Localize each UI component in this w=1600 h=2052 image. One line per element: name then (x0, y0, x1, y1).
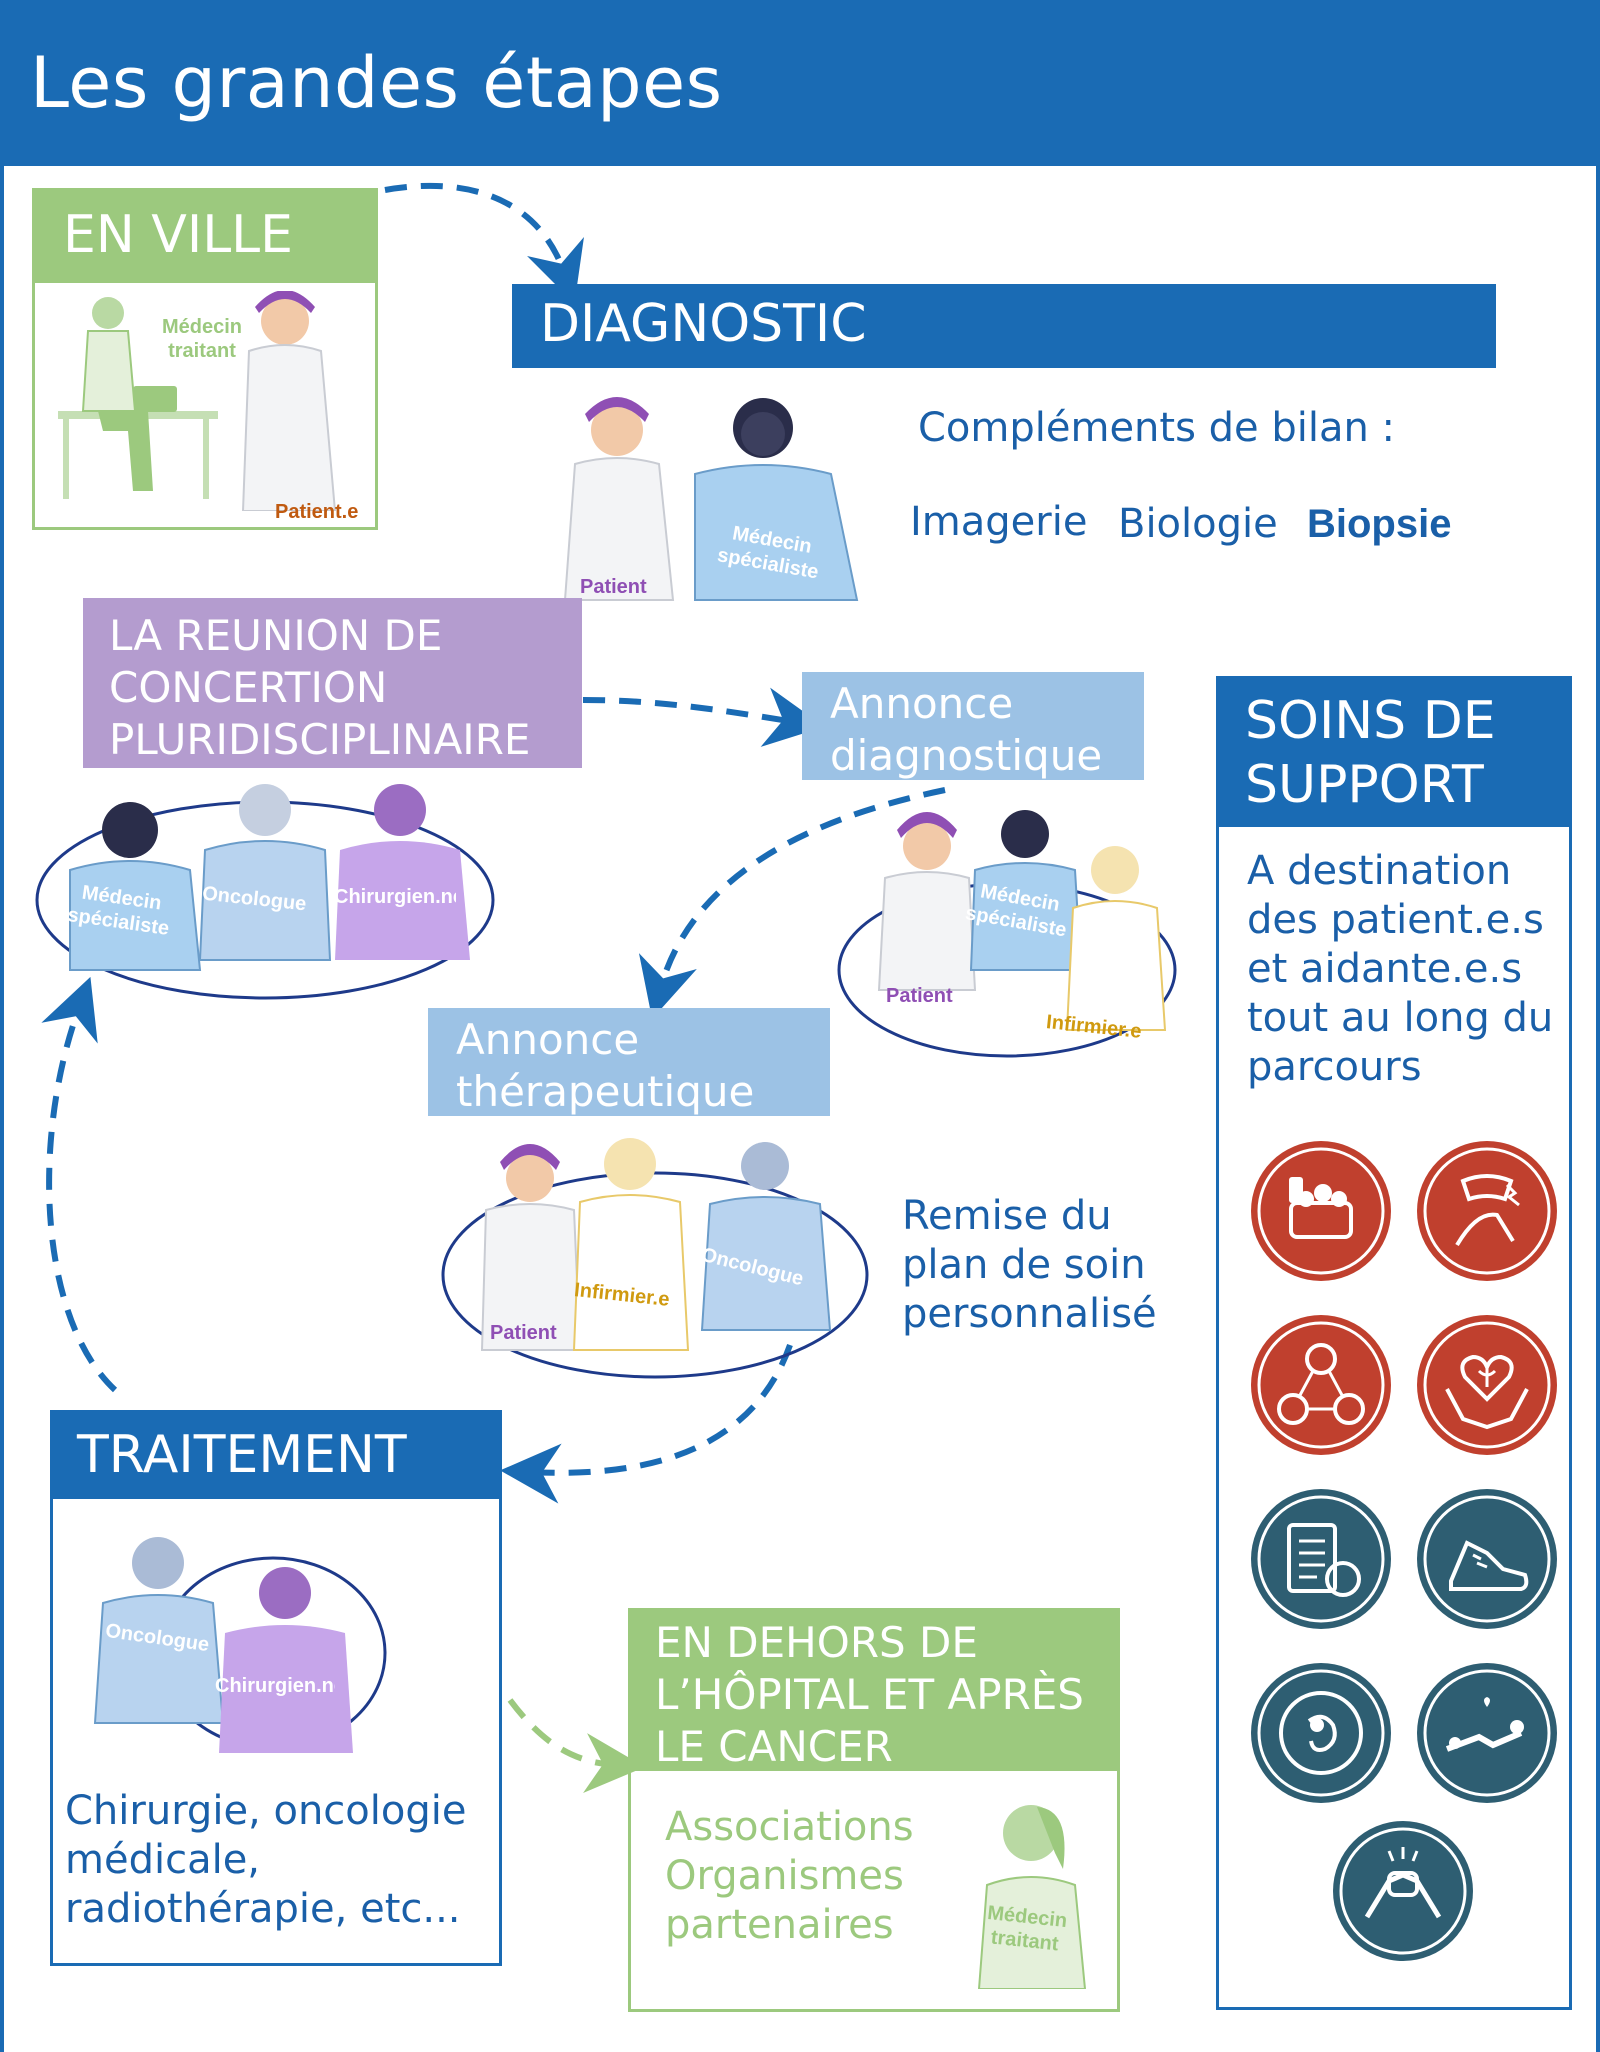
nutrition-icon (1251, 1141, 1391, 1281)
item-imagerie: Imagerie (910, 499, 1088, 545)
sexuality-icon (1417, 1663, 1557, 1803)
psychology-icon (1417, 1315, 1557, 1455)
traitement-label-chirurgien: Chirurgien.ne (215, 1675, 335, 1697)
diet-plan-icon (1251, 1489, 1391, 1629)
header-banner: Les grandes étapes (0, 0, 1600, 166)
traitement-card: TRAITEMENT Oncologue Chirurgien.ne Chiru… (50, 1410, 502, 1966)
arrow-rcp-to-annonce (582, 687, 825, 747)
complements-heading: Compléments de bilan : (918, 405, 1396, 451)
arrow-traitement-to-rcp (41, 976, 118, 1393)
en-ville-card: EN VILLE Médecin traitant Patient.e (32, 188, 378, 530)
arrow-thera-to-traitement (500, 1343, 793, 1504)
annonce-therapeutique-title: Annonce thérapeutique (428, 1008, 830, 1116)
support-handshake-icon (1333, 1821, 1473, 1961)
pain-icon (1417, 1141, 1557, 1281)
diagnostic-illustration (563, 397, 859, 601)
soins-support-text: A destination des patient.e.s et aidante… (1247, 848, 1554, 1090)
traitement-team-illustration (93, 1537, 387, 1753)
page-title: Les grandes étapes (30, 42, 723, 124)
annonce-thera-label-patient: Patient (490, 1322, 557, 1344)
soins-support-card: SOINS DE SUPPORT A destination des patie… (1216, 676, 1572, 2010)
soins-support-title: SOINS DE SUPPORT (1219, 679, 1569, 827)
label-patient: Patient.e (275, 501, 359, 523)
arrow-annonce-diag-to-thera (638, 787, 946, 1019)
fertility-icon (1251, 1663, 1391, 1803)
traitement-title: TRAITEMENT (53, 1413, 499, 1499)
label-medecin-traitant: Médecin traitant (161, 316, 243, 362)
diag-label-patient: Patient (580, 576, 647, 598)
rcp-title: LA REUNION DE CONCERTION PLURIDISCIPLINA… (83, 598, 582, 768)
annonce-diag-label-patient: Patient (886, 985, 953, 1007)
arrow-traitement-to-dehors (507, 1698, 645, 1793)
traitement-text: Chirurgie, oncologie médicale, radiothér… (65, 1788, 467, 1932)
item-biopsie: Biopsie (1307, 502, 1452, 546)
medecin-traitant-illustration (977, 1805, 1087, 1989)
doctor-desk-illustration (58, 291, 337, 511)
en-dehors-title: EN DEHORS DE L’HÔPITAL ET APRÈS LE CANCE… (631, 1611, 1117, 1771)
annonce-thera-illustration (441, 1138, 869, 1379)
rcp-team-illustration (35, 784, 495, 1000)
en-dehors-card: EN DEHORS DE L’HÔPITAL ET APRÈS LE CANCE… (628, 1608, 1120, 2012)
arrow-ville-to-diagnostic (384, 182, 584, 304)
rcp-label-chirurgien: Chirurgien.ne (334, 886, 456, 908)
diagnostic-title: DIAGNOSTIC (512, 284, 1496, 368)
social-network-icon (1251, 1315, 1391, 1455)
remise-plan-text: Remise du plan de soin personnalisé (902, 1193, 1157, 1337)
page-frame (0, 166, 1600, 2052)
annonce-diag-illustration (837, 810, 1177, 1058)
en-dehors-text: Associations Organismes partenaires (665, 1804, 914, 1948)
sport-shoe-icon (1417, 1489, 1557, 1629)
en-ville-title: EN VILLE (35, 191, 375, 283)
annonce-diagnostique-title: Annonce diagnostique (802, 672, 1144, 780)
item-biologie: Biologie (1118, 501, 1278, 547)
